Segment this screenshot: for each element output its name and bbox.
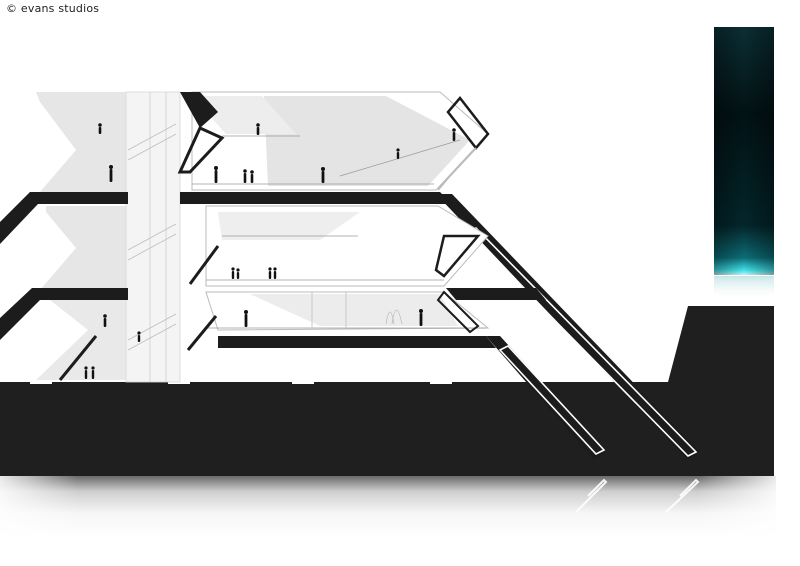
ramp-lower-slot: [498, 345, 606, 455]
studio-credit: © evans studios: [6, 2, 100, 15]
person-figure: [244, 310, 248, 327]
reflection-edge-fade: [0, 476, 776, 538]
glass-panel-shade: [714, 27, 774, 275]
person-figure: [452, 128, 456, 141]
ramp-upper: [436, 194, 700, 460]
person-figure: [268, 267, 272, 279]
upper-volume: [177, 91, 490, 191]
person-figure: [137, 331, 141, 342]
middle-volume: [188, 205, 489, 287]
person-figure: [98, 123, 102, 134]
lower-volume: [58, 290, 490, 381]
person-figure: [91, 366, 95, 379]
person-figure: [250, 170, 254, 183]
person-figure: [419, 309, 423, 326]
person-figure: [256, 123, 260, 135]
ramp-reflections: [575, 478, 700, 513]
person-figure: [243, 169, 247, 183]
person-figure: [231, 267, 235, 279]
person-figure: [84, 366, 88, 379]
left-tower: [36, 91, 181, 383]
person-figure: [396, 148, 400, 159]
person-figure: [273, 267, 277, 279]
people: [84, 123, 456, 379]
floor-slabs: [0, 192, 546, 348]
person-figure: [109, 165, 113, 182]
person-figure: [321, 167, 325, 183]
glass-panel-reflection: [714, 276, 774, 300]
person-figure: [103, 314, 107, 327]
sculpture: [385, 309, 403, 325]
person-figure: [214, 166, 218, 183]
person-figure: [236, 268, 240, 279]
